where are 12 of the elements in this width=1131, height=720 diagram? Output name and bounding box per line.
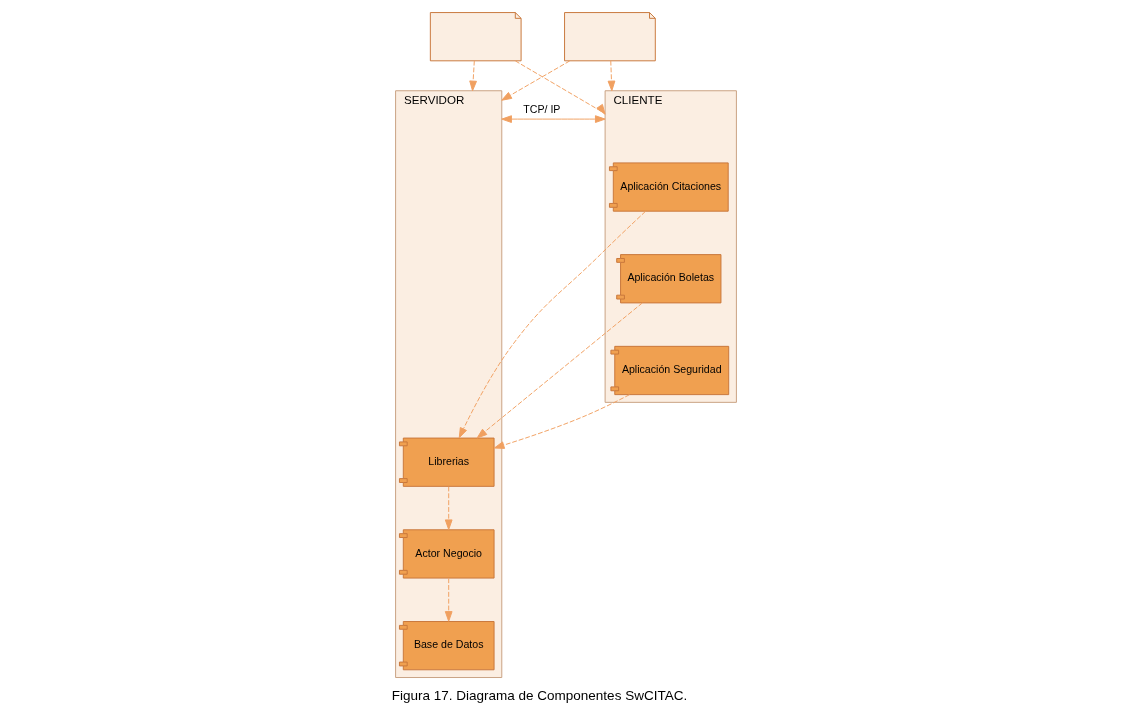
arrow — [500, 60, 570, 101]
arrow — [493, 394, 630, 449]
arrow — [476, 302, 643, 439]
arrow — [444, 578, 453, 622]
arrow — [514, 60, 606, 123]
arrow — [444, 486, 453, 531]
arrow — [458, 211, 646, 439]
caption: Figura 17. Diagrama de Componentes SwCITAC. — [391, 687, 687, 703]
edge-label: TCP/ IP — [522, 103, 560, 116]
arrow — [468, 60, 477, 92]
arrow — [500, 115, 606, 123]
arrow — [607, 60, 615, 92]
